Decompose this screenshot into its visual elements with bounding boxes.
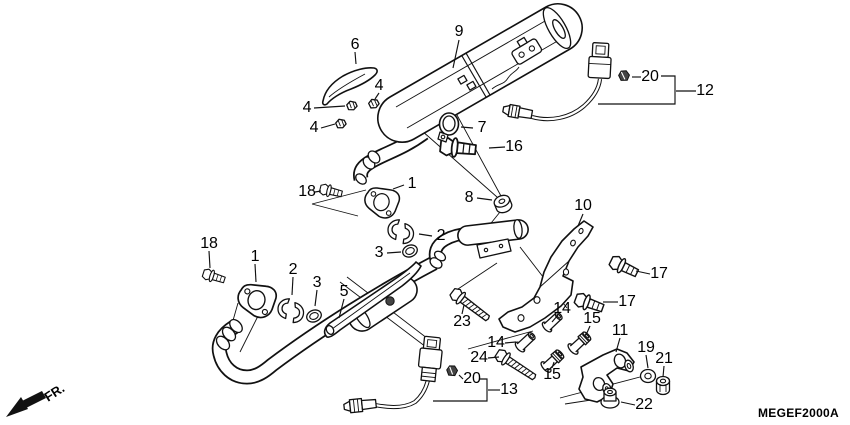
callout-15: 15 (583, 310, 601, 327)
grouping-bracket-0 (598, 75, 676, 105)
callout-5: 5 (339, 283, 349, 300)
leader-line-15 (585, 325, 591, 336)
oxygen-sensor-13 (343, 335, 459, 414)
callout-20: 20 (641, 68, 659, 85)
leader-line-8 (476, 197, 493, 201)
leader-line-23 (461, 304, 465, 315)
callout-18: 18 (298, 183, 316, 200)
callout-6: 6 (350, 36, 360, 53)
callout-12: 12 (696, 82, 714, 99)
mounting-rubber-8 (493, 194, 513, 214)
callout-21: 21 (655, 350, 673, 367)
callout-22: 22 (635, 396, 653, 413)
leader-line-11 (615, 337, 621, 353)
leader-line-3 (314, 289, 318, 307)
callout-3: 3 (374, 244, 384, 261)
leader-line-9 (452, 39, 460, 69)
leader-line-24 (487, 356, 500, 359)
oxygen-sensor-12 (502, 42, 632, 122)
leader-line-18 (208, 250, 211, 269)
grouping-bracket-1 (433, 378, 488, 402)
callout-9: 9 (454, 23, 464, 40)
leader-line-17 (635, 270, 651, 275)
heat-shield-6 (321, 67, 378, 106)
callout-3: 3 (312, 274, 322, 291)
callout-23: 23 (453, 313, 471, 330)
callout-11: 11 (611, 322, 629, 339)
nut-21 (655, 375, 671, 396)
washer-19 (639, 368, 657, 384)
callout-24: 24 (470, 349, 488, 366)
leader-line-15 (551, 361, 555, 369)
leader-line-4 (374, 92, 380, 100)
leader-line-10 (577, 213, 584, 227)
heat-shield-5 (323, 261, 422, 338)
callout-7: 7 (477, 119, 487, 136)
pipe-clamp-7 (437, 112, 460, 143)
leader-line-2 (418, 233, 433, 237)
callout-20: 20 (463, 370, 481, 387)
muffler-stay (511, 36, 543, 65)
callout-17: 17 (650, 265, 668, 282)
muffler-9 (353, 3, 583, 185)
callout-10: 10 (574, 197, 592, 214)
muffler-bracket-10 (498, 220, 594, 333)
callout-18: 18 (200, 235, 218, 252)
callout-2: 2 (288, 261, 298, 278)
callout-4: 4 (302, 99, 312, 116)
leader-line-7 (460, 126, 474, 129)
leader-line-6 (354, 51, 357, 65)
leader-line-18 (314, 190, 322, 193)
sensor-boss (385, 296, 395, 306)
leader-line-14 (551, 314, 559, 323)
leader-line-1 (254, 263, 257, 283)
sensor-12-connector (587, 42, 612, 80)
leader-line-20 (458, 374, 464, 380)
leader-line-4 (320, 123, 336, 129)
leader-line-21 (662, 365, 665, 378)
rear-pipe-joint (428, 219, 529, 269)
nut-22 (600, 387, 620, 409)
callout-8: 8 (464, 189, 474, 206)
callout-14: 14 (553, 300, 571, 317)
callout-15: 15 (543, 366, 561, 383)
callout-13: 13 (500, 381, 518, 398)
diagram-code: MEGEF2000A (757, 406, 839, 420)
leader-line-19 (645, 354, 649, 369)
callout-1: 1 (250, 248, 260, 265)
leader-line-16 (488, 146, 506, 149)
leader-line-1 (392, 184, 405, 190)
callout-16: 16 (505, 138, 523, 155)
callout-4: 4 (309, 119, 319, 136)
callout-2: 2 (436, 227, 446, 244)
leader-line-4 (313, 105, 346, 109)
leader-line-14 (504, 341, 517, 344)
leader-line-22 (620, 401, 636, 406)
callout-17: 17 (618, 293, 636, 310)
leader-line-2 (291, 276, 294, 296)
callout-1: 1 (407, 175, 417, 192)
leader-line-5 (338, 298, 345, 319)
callout-19: 19 (637, 339, 655, 356)
callout-14: 14 (487, 334, 505, 351)
leader-line-3 (386, 251, 402, 254)
callout-4: 4 (374, 77, 384, 94)
sensor-13-connector (417, 335, 443, 383)
